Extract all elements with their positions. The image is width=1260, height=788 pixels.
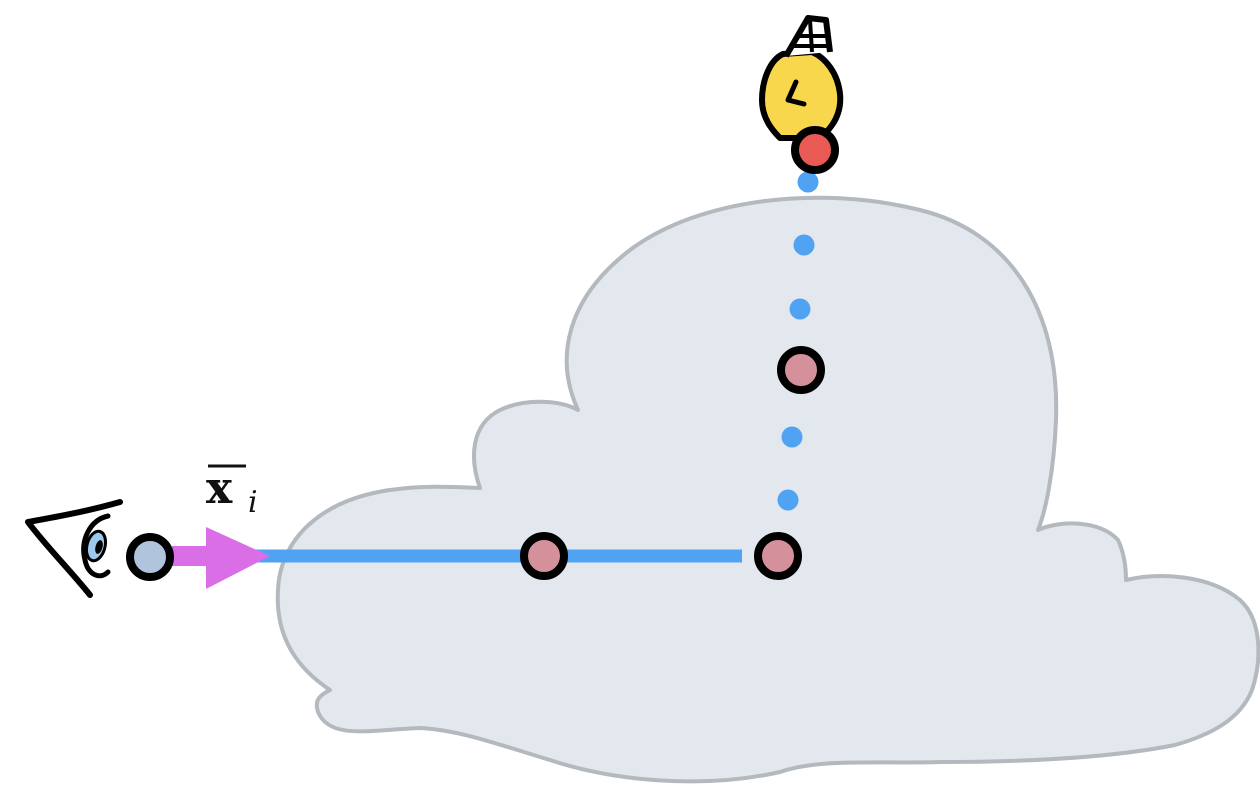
shadow-ray-dot: [778, 490, 799, 511]
sample-point: [524, 536, 564, 576]
sample-point: [758, 536, 798, 576]
direction-symbol: x: [206, 463, 233, 514]
shadow-ray-dot: [790, 299, 811, 320]
direction-label: x i: [206, 463, 258, 520]
shadow-ray-dot: [794, 235, 815, 256]
shadow-ray-dot: [782, 427, 803, 448]
participating-medium-cloud: [278, 198, 1259, 782]
light-source-point: [795, 130, 835, 170]
camera-origin-point: [130, 537, 170, 577]
shadow-ray-dot: [798, 172, 819, 193]
lightbulb-icon: [762, 18, 840, 138]
eye-icon: [28, 502, 120, 595]
sample-point: [781, 350, 821, 390]
direction-arrow: [172, 527, 270, 589]
direction-subscript: i: [248, 485, 258, 520]
